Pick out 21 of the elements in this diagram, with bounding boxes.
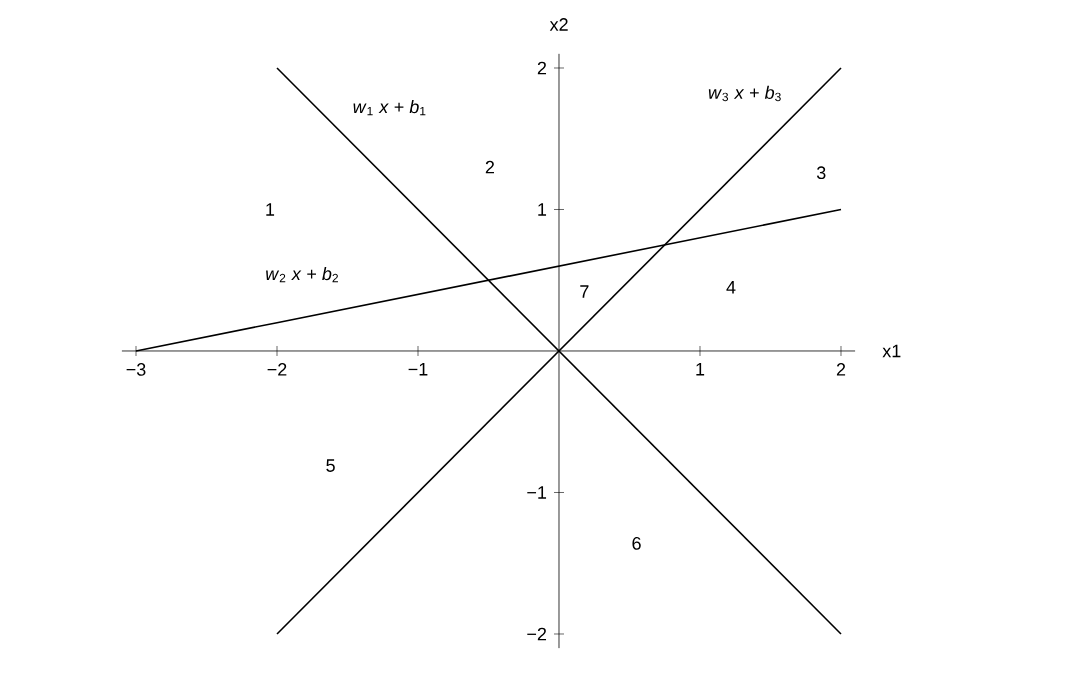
x-tick-label: −2 — [267, 363, 287, 376]
y-tick-label: −2 — [527, 627, 547, 641]
y-tick-label: −1 — [527, 486, 547, 499]
x-tick-label: 2 — [836, 363, 846, 376]
region-number: 5 — [326, 459, 335, 472]
region-number: 4 — [726, 281, 736, 294]
region-number: 7 — [580, 285, 589, 298]
line-label: w$_{3}$ x + b$_{3}$ — [708, 85, 781, 102]
y-axis-title: x2 — [549, 18, 568, 31]
x-axis-title: x1 — [882, 344, 901, 358]
x-tick-label: 1 — [696, 363, 705, 376]
y-tick-label: 1 — [538, 203, 547, 216]
region-number: 6 — [632, 537, 641, 550]
region-number: 3 — [816, 166, 826, 180]
line-label: w$_{2}$ x + b$_{2}$ — [266, 266, 338, 283]
line-label: w$_{1}$ x + b$_{1}$ — [353, 100, 426, 116]
y-tick-label: 2 — [537, 61, 547, 75]
x-tick-label: −1 — [408, 363, 428, 376]
region-number: 1 — [266, 203, 275, 216]
x-tick-label: −3 — [126, 363, 146, 376]
region-number: 2 — [485, 160, 494, 174]
